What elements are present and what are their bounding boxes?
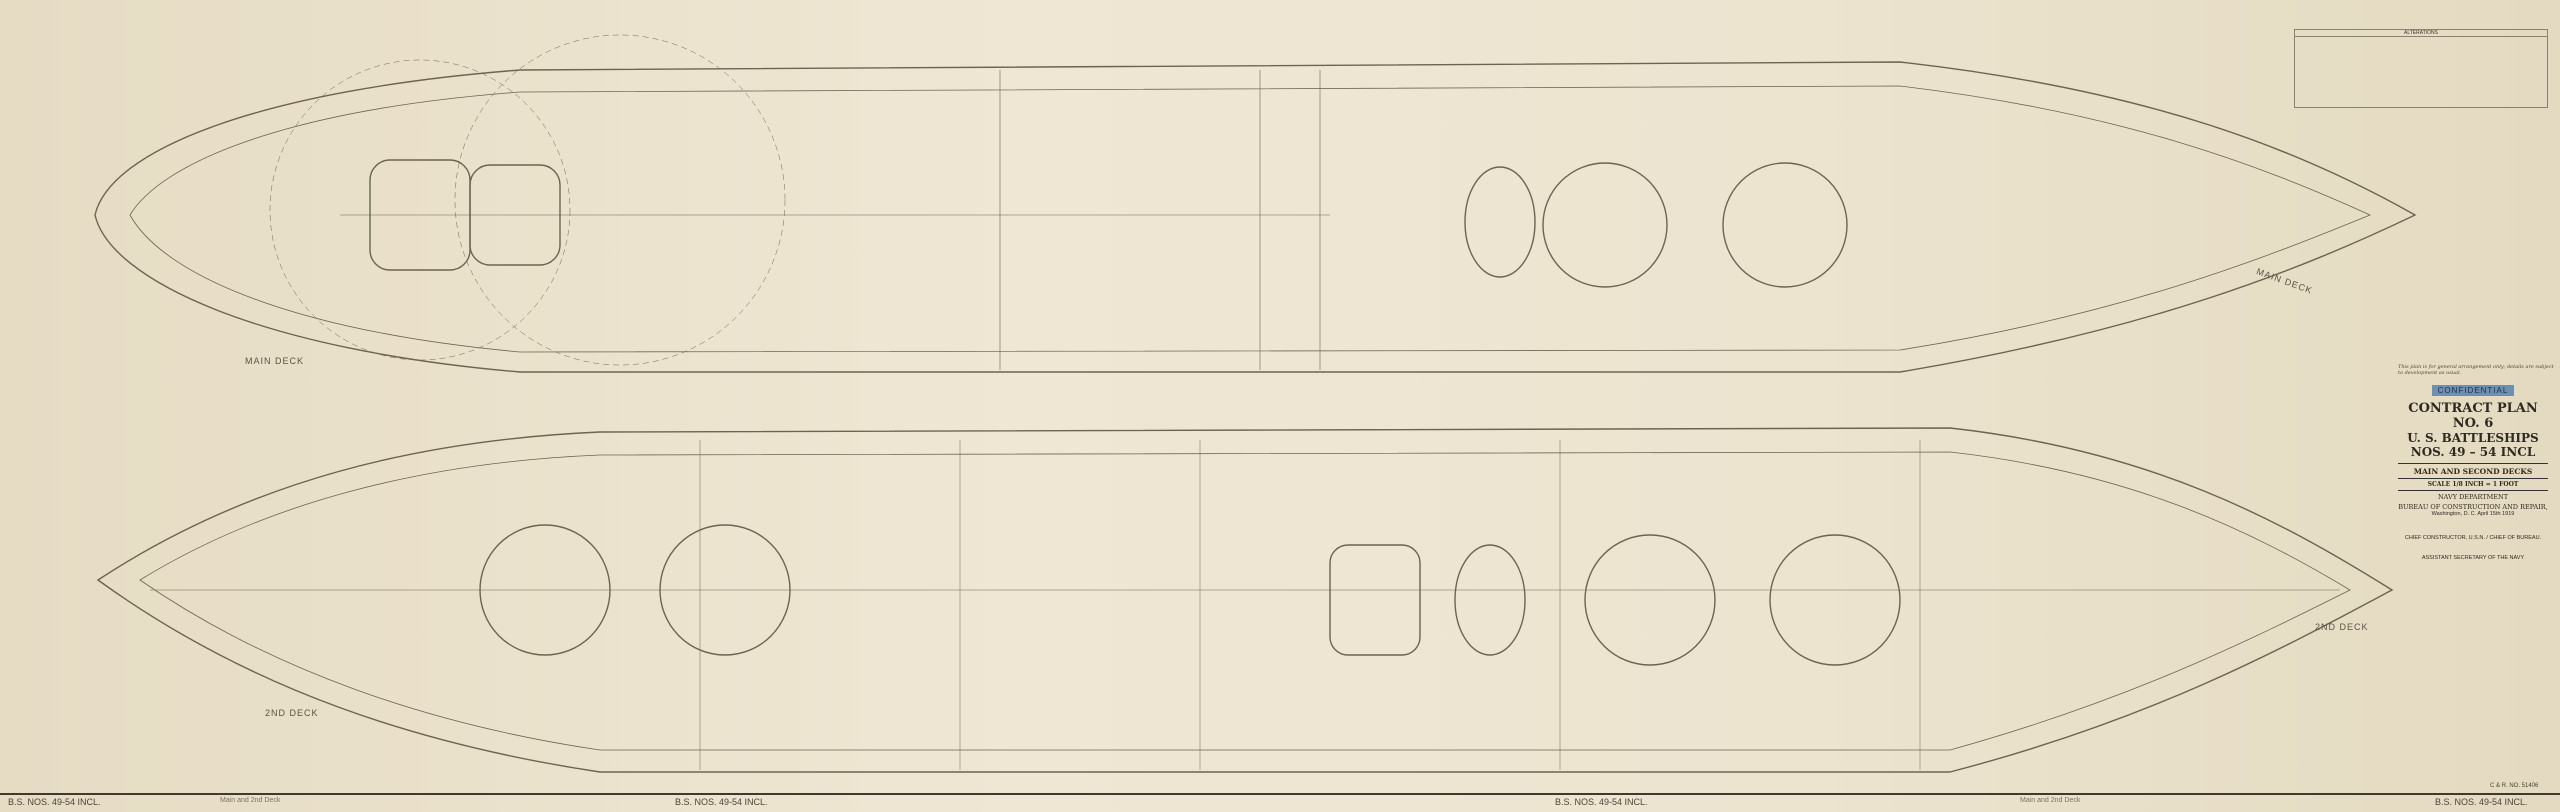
footer-ship-ref: B.S. NOS. 49-54 INCL. bbox=[8, 797, 101, 807]
second-deck-label: 2ND DECK bbox=[265, 708, 319, 718]
main-deck-hull-outline bbox=[94, 61, 2417, 373]
second-deck-label: 2ND DECK bbox=[2315, 622, 2369, 632]
plan-subject: MAIN AND SECOND DECKS bbox=[2398, 463, 2548, 476]
approval-title: ASSISTANT SECRETARY OF THE NAVY bbox=[2421, 555, 2525, 561]
footer-deck-ref: Main and 2nd Deck bbox=[220, 797, 281, 804]
footer-ship-ref: B.S. NOS. 49-54 INCL. bbox=[1555, 797, 1648, 807]
general-note: This plan is for general arrangement onl… bbox=[2398, 364, 2554, 376]
barbette bbox=[1584, 534, 1716, 666]
main-deck-label: MAIN DECK bbox=[245, 356, 305, 366]
turret-barbette bbox=[1722, 162, 1848, 288]
main-deck-inner-outline bbox=[129, 85, 2372, 353]
second-deck-inner-outline bbox=[139, 451, 2351, 751]
cr-number: C & R. NO. 51406 bbox=[2490, 783, 2539, 789]
plan-scale: SCALE 1/8 INCH = 1 FOOT bbox=[2398, 478, 2548, 491]
department: NAVY DEPARTMENT bbox=[2437, 493, 2509, 501]
alterations-header: ALTERATIONS bbox=[2295, 30, 2547, 37]
alterations-table: ALTERATIONS bbox=[2294, 29, 2548, 108]
bureau: BUREAU OF CONSTRUCTION AND REPAIR, bbox=[2398, 503, 2548, 511]
place-date: Washington, D. C. April 15th 1919 bbox=[2431, 511, 2515, 517]
footer-ship-ref: B.S. NOS. 49-54 INCL. bbox=[2435, 797, 2528, 807]
title-block: CONFIDENTIAL CONTRACT PLAN NO. 6 U. S. B… bbox=[2398, 378, 2548, 561]
ship-numbers: NOS. 49 – 54 INCL bbox=[2410, 445, 2536, 459]
footer-ship-ref: B.S. NOS. 49-54 INCL. bbox=[675, 797, 768, 807]
second-deck-hull-outline bbox=[96, 427, 2394, 773]
signer-title: CHIEF CONSTRUCTOR, U.S.N. / CHIEF OF BUR… bbox=[2404, 535, 2542, 541]
ships-title: U. S. BATTLESHIPS bbox=[2407, 431, 2539, 445]
barbette bbox=[1769, 534, 1901, 666]
footer-deck-ref: Main and 2nd Deck bbox=[2020, 797, 2081, 804]
classification-stamp: CONFIDENTIAL bbox=[2431, 385, 2515, 396]
conning-tower bbox=[1464, 166, 1536, 278]
plan-title: CONTRACT PLAN NO. 6 bbox=[2408, 401, 2538, 431]
turret-barbette bbox=[1542, 162, 1668, 288]
